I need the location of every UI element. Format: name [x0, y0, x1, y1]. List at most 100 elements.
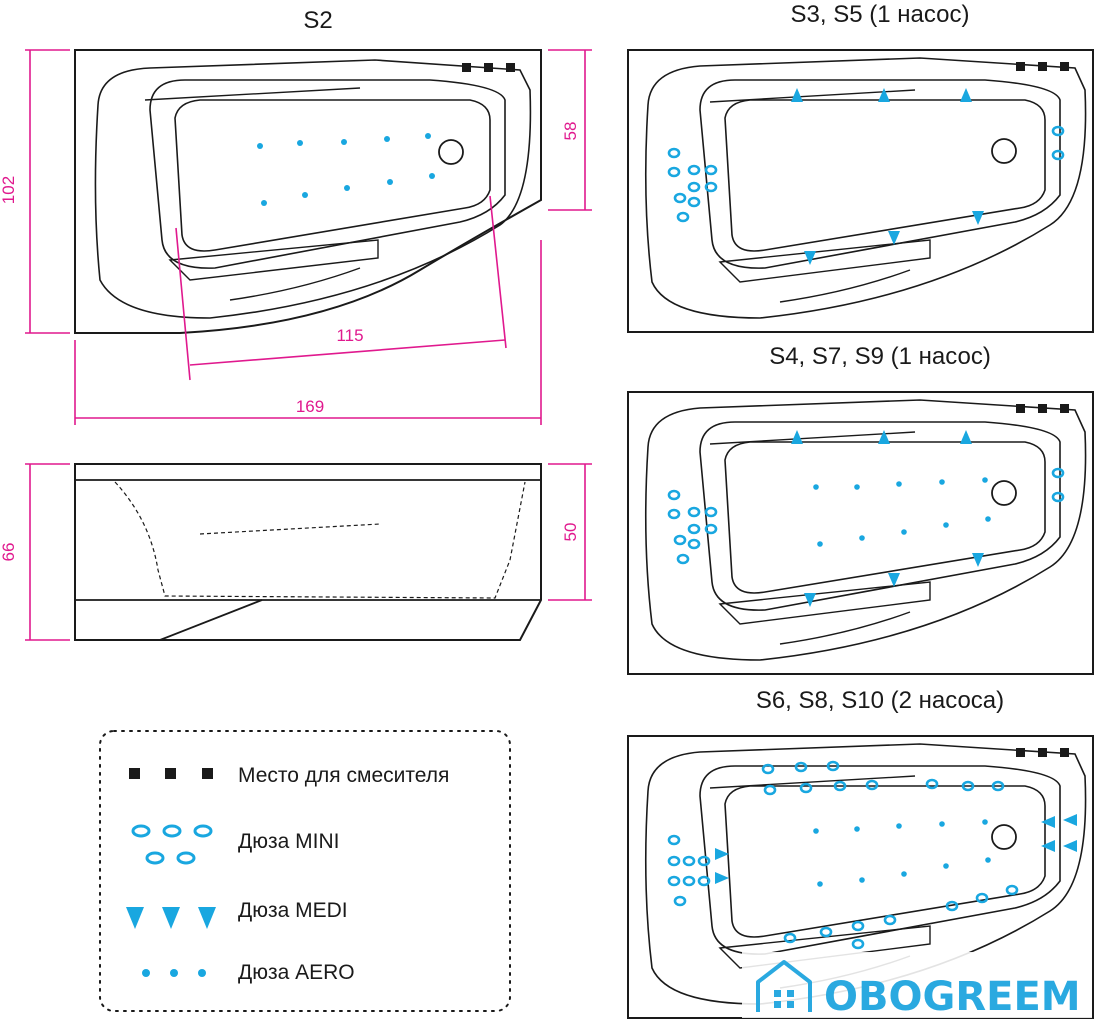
oval-ring-icon	[763, 784, 777, 796]
triangle-down-icon	[1041, 840, 1055, 852]
dim-inner-height-58: 58	[561, 122, 580, 141]
oval-ring-icon	[1051, 149, 1065, 161]
oval-ring-icon	[687, 164, 701, 176]
legend-mini-label: Дюза MINI	[238, 830, 339, 853]
dim-side-height-66: 66	[0, 543, 18, 562]
oval-ring-icon	[799, 782, 813, 794]
triangle-down-icon	[972, 553, 984, 567]
dim-total-length-169: 169	[296, 397, 324, 416]
oval-ring-icon	[826, 760, 840, 772]
triangle-down-icon	[888, 573, 900, 587]
oval-ring-icon	[851, 920, 865, 932]
triangle-down-icon	[960, 88, 972, 102]
oval-ring-icon	[704, 181, 718, 193]
oval-ring-icon	[673, 534, 687, 546]
dot-icon	[813, 484, 819, 490]
oval-ring-icon	[687, 196, 701, 208]
logo-text: OBOGREEM	[824, 974, 1081, 1020]
square-icon	[1016, 404, 1025, 413]
oval-ring-icon	[131, 824, 213, 865]
oval-ring-icon	[819, 926, 833, 938]
oval-ring-icon	[883, 914, 897, 926]
oval-ring-icon	[975, 892, 989, 904]
oval-ring-icon	[667, 147, 681, 159]
square-icon	[506, 63, 515, 72]
legend-border	[99, 730, 511, 1012]
oval-ring-icon	[945, 900, 959, 912]
s2-side-view	[74, 463, 542, 641]
oval-ring-icon	[851, 938, 865, 950]
square-icon	[1016, 62, 1025, 71]
oval-ring-icon	[697, 855, 711, 867]
oval-ring-icon	[667, 489, 681, 501]
s3-s5-top-view	[627, 49, 1094, 333]
dot-icon	[859, 535, 865, 541]
oval-ring-icon	[667, 875, 681, 887]
dot-icon	[817, 541, 823, 547]
dot-icon	[982, 477, 988, 483]
oval-ring-icon	[667, 166, 681, 178]
dot-icon	[901, 529, 907, 535]
square-icon	[1038, 404, 1047, 413]
dot-icon	[943, 863, 949, 869]
oval-ring-icon	[833, 780, 847, 792]
square-icon	[1038, 748, 1047, 757]
title-s6-s8-s10: S6, S8, S10 (2 насоса)	[756, 687, 1004, 714]
title-s4-s7-s9: S4, S7, S9 (1 насос)	[769, 343, 991, 370]
oval-ring-icon	[676, 553, 690, 565]
dot-icon	[142, 969, 206, 977]
oval-ring-icon	[1051, 125, 1065, 137]
dot-icon	[901, 871, 907, 877]
oval-ring-icon	[667, 855, 681, 867]
s2-dimension-lines	[25, 49, 592, 641]
oval-ring-icon	[673, 895, 687, 907]
oval-ring-icon	[991, 780, 1005, 792]
square-icon	[129, 768, 213, 779]
oval-ring-icon	[676, 211, 690, 223]
oval-ring-icon	[961, 780, 975, 792]
dim-height-102: 102	[0, 176, 18, 204]
legend-medi-label: Дюза MEDI	[238, 899, 348, 922]
legend-mixer-label: Место для смесителя	[238, 764, 449, 787]
oval-ring-icon	[667, 508, 681, 520]
s2-aero-jets	[257, 133, 435, 206]
oval-ring-icon	[704, 523, 718, 535]
triangle-down-icon	[791, 430, 803, 444]
dot-icon	[939, 821, 945, 827]
square-icon	[1060, 62, 1069, 71]
triangle-down-icon	[804, 593, 816, 607]
dot-icon	[817, 881, 823, 887]
oval-ring-icon	[1051, 467, 1065, 479]
logo: OBOGREEM	[742, 952, 1092, 1020]
triangle-down-icon	[715, 848, 729, 860]
oval-ring-icon	[687, 523, 701, 535]
house-icon	[756, 960, 812, 1012]
oval-ring-icon	[1005, 884, 1019, 896]
oval-ring-icon	[794, 761, 808, 773]
oval-ring-icon	[673, 192, 687, 204]
dot-icon	[896, 481, 902, 487]
dim-side-inner-height-50: 50	[561, 523, 580, 542]
triangle-down-icon	[1041, 816, 1055, 828]
triangle-down-icon	[791, 88, 803, 102]
triangle-down-icon	[1063, 840, 1077, 852]
square-icon	[484, 63, 493, 72]
triangle-down-icon	[878, 430, 890, 444]
oval-ring-icon	[687, 181, 701, 193]
bath-outline	[627, 49, 1094, 333]
dot-icon	[859, 877, 865, 883]
square-icon	[1060, 404, 1069, 413]
dot-icon	[939, 479, 945, 485]
oval-ring-icon	[667, 834, 681, 846]
dot-icon	[813, 828, 819, 834]
oval-ring-icon	[687, 506, 701, 518]
s4-s7-s9-top-view	[627, 391, 1094, 675]
dot-icon	[985, 857, 991, 863]
oval-ring-icon	[687, 538, 701, 550]
triangle-down-icon	[715, 872, 729, 884]
dot-icon	[943, 522, 949, 528]
oval-ring-icon	[865, 779, 879, 791]
triangle-down-icon	[804, 251, 816, 265]
triangle-down-icon	[1063, 814, 1077, 826]
